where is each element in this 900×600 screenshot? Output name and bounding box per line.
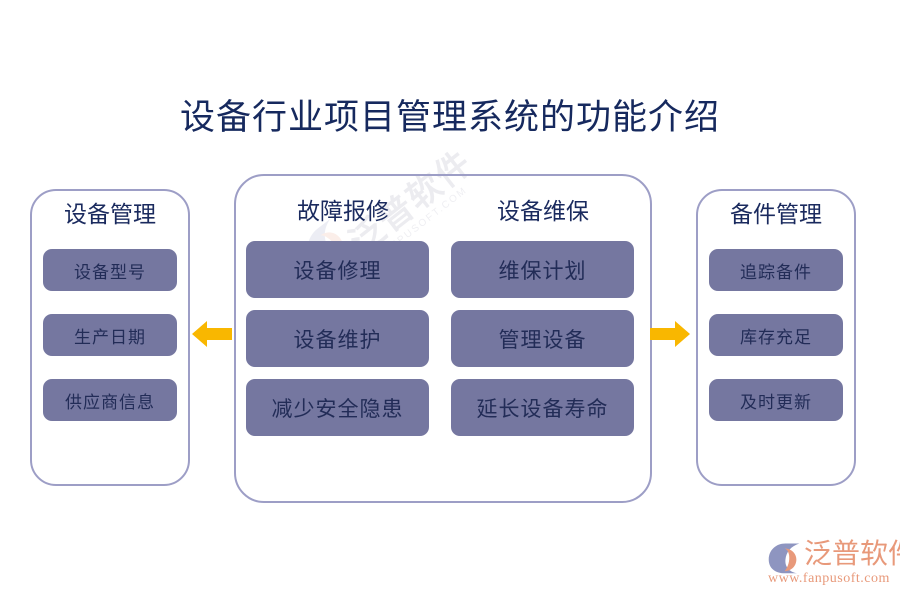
panel-heading-left: 设备管理 — [64, 202, 156, 227]
chip-center-0-0[interactable]: 设备修理 — [246, 241, 429, 298]
page-title: 设备行业项目管理系统的功能介绍 — [179, 98, 720, 137]
chip-right-2[interactable]: 及时更新 — [709, 379, 843, 421]
panel-heading-right: 备件管理 — [730, 202, 822, 227]
chip-left-2[interactable]: 供应商信息 — [43, 379, 177, 421]
brand-name: 泛普软件 — [804, 538, 900, 569]
chip-center-0-1[interactable]: 设备维护 — [246, 310, 429, 367]
brand-logo: 泛普软件 www.fanpusoft.com — [766, 538, 900, 588]
chip-left-1[interactable]: 生产日期 — [43, 314, 177, 356]
chip-center-1-2[interactable]: 延长设备寿命 — [451, 379, 634, 436]
brand-url: www.fanpusoft.com — [768, 571, 890, 586]
chip-right-1[interactable]: 库存充足 — [709, 314, 843, 356]
chip-center-1-0[interactable]: 维保计划 — [451, 241, 634, 298]
panel-heading-center-0: 故障报修 — [297, 199, 389, 224]
chip-center-0-2[interactable]: 减少安全隐患 — [246, 379, 429, 436]
panel-repair-and-maintenance: 故障报修 设备维保 设备修理 设备维护 减少安全隐患 维保计划 管理设备 延长设… — [234, 174, 652, 503]
arrow-left-icon — [192, 321, 232, 347]
panel-spare-parts-management: 备件管理 追踪备件 库存充足 及时更新 — [696, 189, 856, 486]
chip-left-0[interactable]: 设备型号 — [43, 249, 177, 291]
fanpusoft-logo-icon — [768, 543, 800, 574]
chip-center-1-1[interactable]: 管理设备 — [451, 310, 634, 367]
arrow-right-icon — [650, 321, 690, 347]
panel-equipment-management: 设备管理 设备型号 生产日期 供应商信息 — [30, 189, 190, 486]
panel-heading-center-1: 设备维保 — [497, 199, 589, 224]
chip-right-0[interactable]: 追踪备件 — [709, 249, 843, 291]
